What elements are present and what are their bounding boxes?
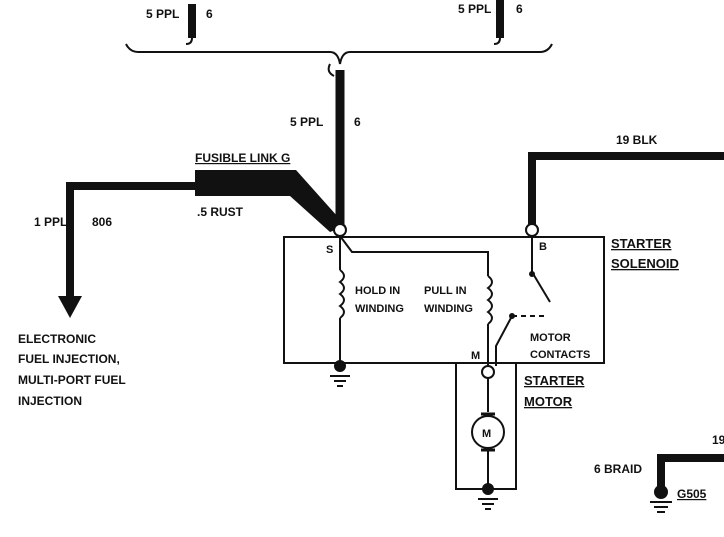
contact-upper [529, 271, 535, 277]
starter-motor-title-line-2: MOTOR [524, 394, 573, 409]
fusible-link-g [195, 170, 346, 232]
fusible-link-wire [66, 182, 195, 300]
motor-symbol-label: M [482, 428, 491, 440]
top-left-wire-label: 5 PPL [146, 7, 179, 21]
terminal-m-post [481, 365, 495, 379]
solenoid-ground [330, 356, 350, 387]
contact-lower [509, 313, 515, 319]
fusible-link-size: .5 RUST [197, 205, 244, 219]
efi-label-line-3: MULTI-PORT FUEL [18, 373, 126, 387]
efi-wire-label: 1 PPL [34, 215, 67, 229]
motor-ground [478, 483, 498, 510]
motor-contacts-line-2: CONTACTS [530, 349, 590, 361]
ground-id-label: G505 [677, 487, 707, 501]
motor-contacts-line-1: MOTOR [530, 332, 571, 344]
efi-label-line-1: ELECTRONIC [18, 332, 96, 346]
partial-wire-label: 19 [712, 433, 724, 447]
terminal-m-label: M [471, 350, 480, 362]
efi-label-line-4: INJECTION [18, 394, 82, 408]
starter-solenoid-title-line-2: SOLENOID [611, 256, 679, 271]
efi-circuit: 806 [92, 215, 112, 229]
top-right-wire-label: 5 PPL [458, 2, 491, 16]
solenoid-feed-wire [528, 152, 724, 228]
solenoid-feed-label: 19 BLK [616, 133, 658, 147]
efi-label-line-2: FUEL INJECTION, [18, 352, 120, 366]
solenoid-internal-wiring [338, 235, 551, 366]
efi-arrow [58, 296, 82, 318]
ground-strap-label: 6 BRAID [594, 462, 642, 476]
terminal-s-post [333, 223, 347, 237]
terminal-s-label: S [326, 244, 333, 256]
hold-in-winding-line-2: WINDING [355, 303, 404, 315]
motor-symbol [471, 415, 505, 449]
fusible-link-title: FUSIBLE LINK G [195, 151, 290, 165]
solenoid-box [283, 236, 605, 364]
top-bus [125, 0, 553, 77]
main-feed-circuit: 6 [354, 115, 361, 129]
pull-in-winding-line-2: WINDING [424, 303, 473, 315]
ground-g505 [650, 485, 672, 513]
top-left-circuit: 6 [206, 7, 213, 21]
starter-motor-title-line-1: STARTER [524, 373, 585, 388]
starter-solenoid-title-line-1: STARTER [611, 236, 672, 251]
top-right-circuit: 6 [516, 2, 523, 16]
ground-strap-wire [657, 454, 724, 488]
terminal-b-label: B [539, 241, 547, 253]
main-feed-wire-label: 5 PPL [290, 115, 323, 129]
pull-in-winding-line-1: PULL IN [424, 285, 467, 297]
terminal-b-post [525, 223, 539, 237]
hold-in-winding-line-1: HOLD IN [355, 285, 400, 297]
